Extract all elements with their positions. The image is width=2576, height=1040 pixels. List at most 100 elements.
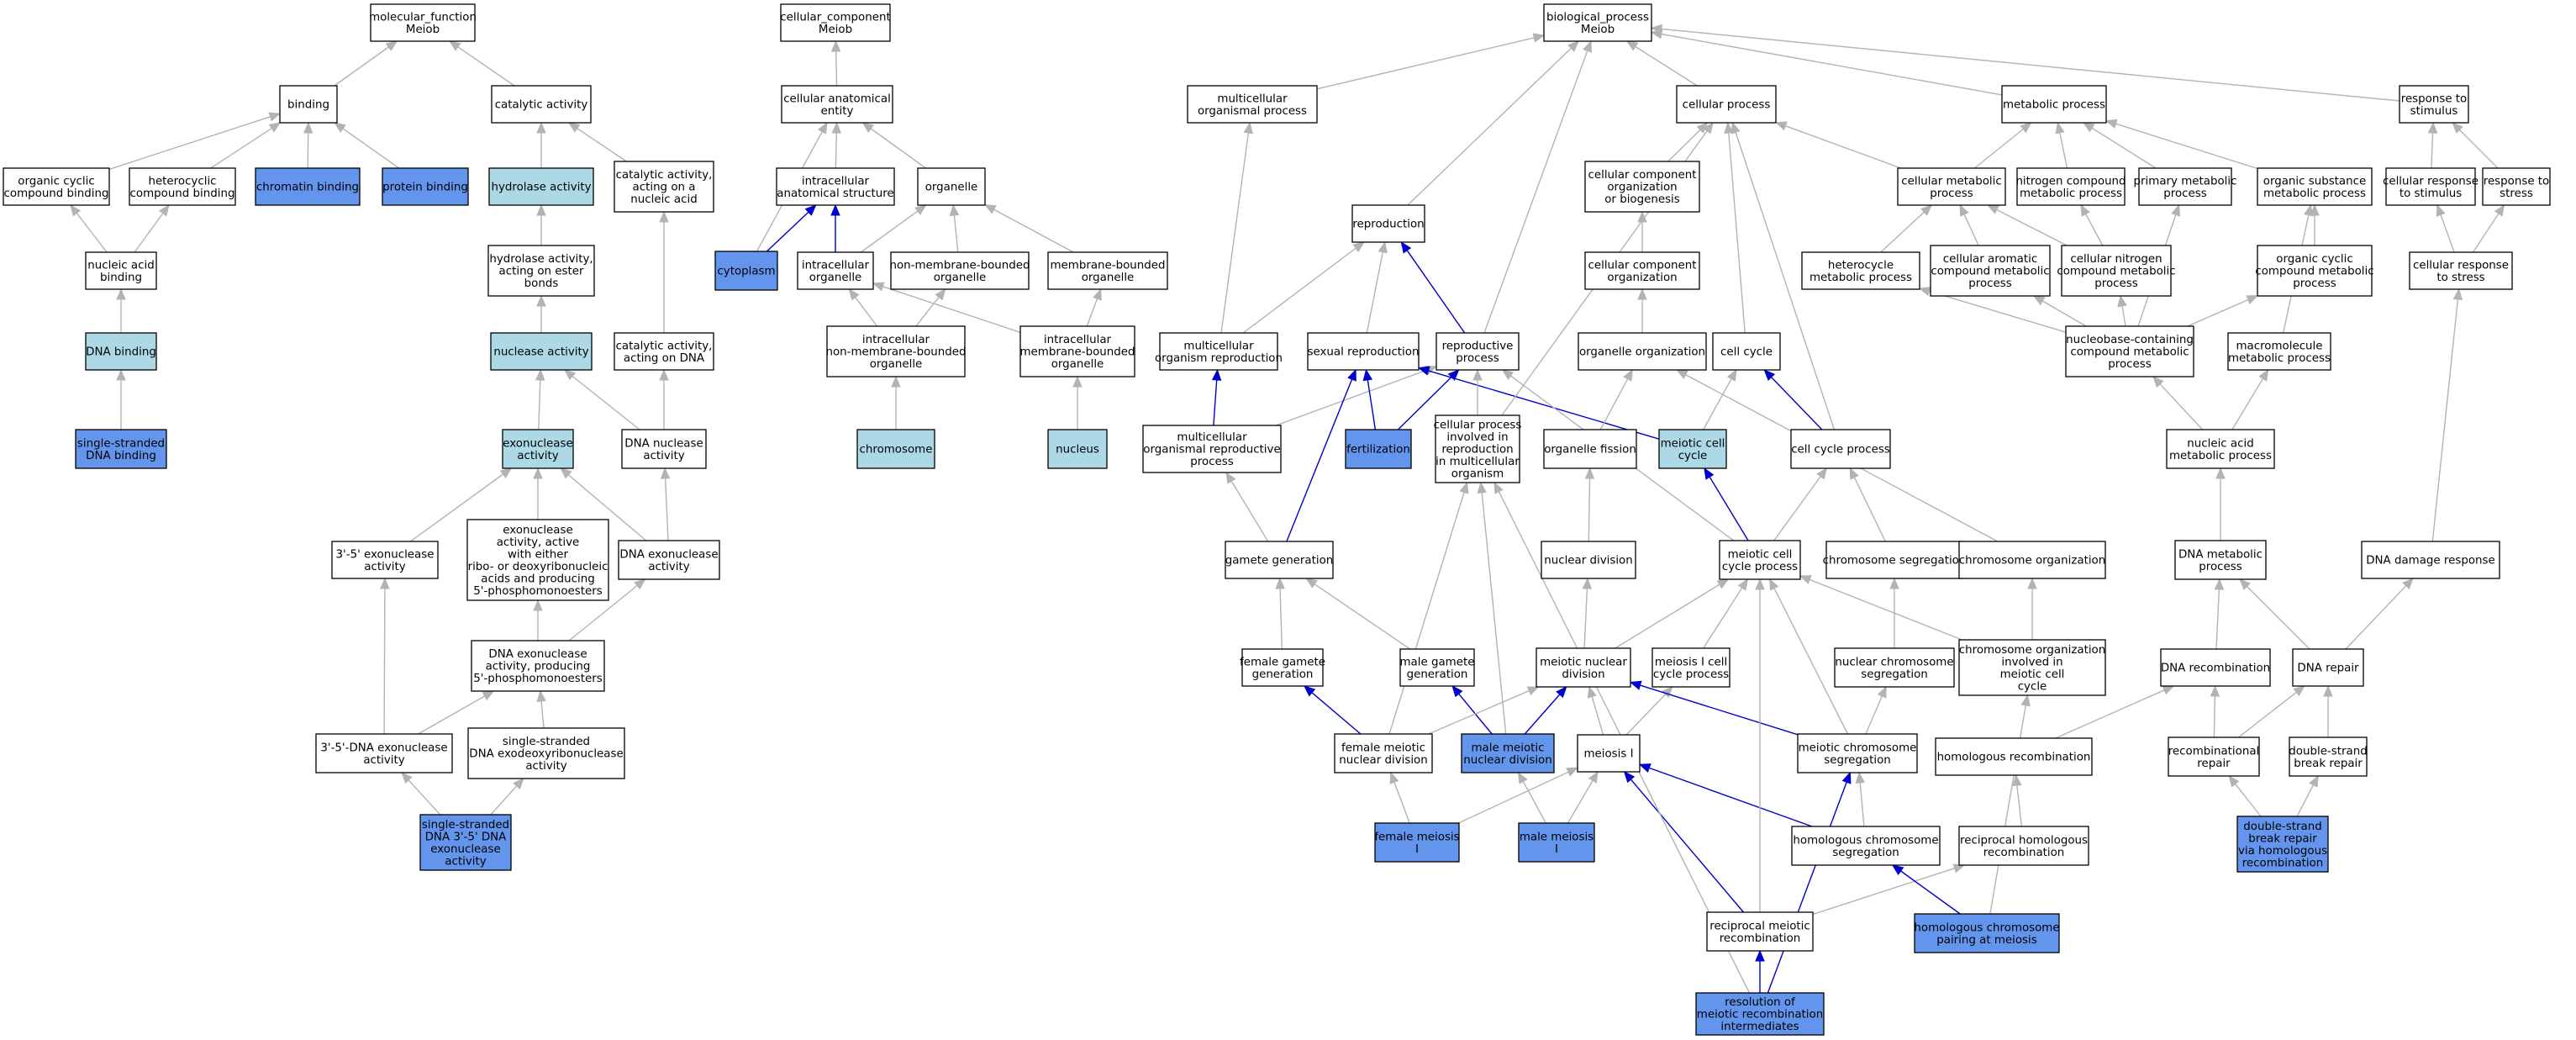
edge-line [1773,588,1849,735]
node-box [1334,733,1433,773]
node-gamete_gen: gamete generation [1225,541,1334,579]
node-label: exonuclease [430,843,500,856]
node-label: double-strand [2243,821,2321,833]
node-label: cycle [2018,680,2047,693]
edge-arrowhead [2027,577,2037,589]
edge-line [1458,771,1569,824]
node-label: meiotic cell [2000,668,2065,681]
edge-line [1393,781,1410,824]
edge-nucleus-to-imbo [1072,375,1083,430]
node-box [2482,167,2551,206]
node-dna_binding: DNA binding [85,332,157,371]
node-label: resolution of [1725,996,1795,1009]
edge-line [1812,868,1956,916]
node-label: cellular aromatic [1943,253,2037,266]
node-reproduction: reproduction [1351,204,1425,243]
edge-arrowhead [949,203,960,216]
edge-cytoplasm-to-ias [766,204,817,252]
edge-arrowhead [2152,376,2164,388]
node-label: cytoplasm [717,266,775,278]
edge-arrowhead [1072,375,1083,388]
edge-line [2159,383,2204,430]
edge-meiosis1-to-mnd [1587,685,1604,736]
edge-arrowhead [830,203,840,216]
edge-line [1615,583,1720,649]
node-box [467,727,625,779]
node-label: DNA damage response [2366,555,2495,568]
edge-line [1996,209,2068,246]
edge-arrowhead [380,577,390,589]
node-label: meiosis I cell [1655,656,1727,668]
edge-mccp-to-meiotic_cc [1704,467,1749,541]
node-box [487,245,595,297]
edge-cmp-to-metabolic [1973,122,2032,169]
node-label: in multicellular [1436,456,1520,468]
node-box [370,3,476,42]
node-box [1958,541,2106,579]
edge-line [1481,492,1507,735]
node-label: single-stranded [503,736,590,748]
edge-crs-to-rts [2427,121,2438,169]
node-layer: molecular_functionMeiobcellular_componen… [3,3,2551,1036]
edge-arrowhead [1763,369,1776,381]
edge-arrowhead [1567,40,1580,52]
edge-rtstress-to-rts [2452,122,2499,169]
edge-line [1773,476,1821,541]
edge-ias-to-cae [831,121,842,169]
edge-line [2059,132,2068,169]
edge-arrowhead [1501,369,1515,380]
node-label: male gamete [1400,656,1475,668]
edge-mcs-to-mccp [1769,578,1849,735]
node-label: 3'-5'-DNA exonuclease [320,742,447,754]
edge-line [210,128,272,169]
node-box [1790,429,1891,469]
node-label: multicellular [1177,431,1247,444]
edge-dna_exo-to-exonuclease [560,467,647,541]
node-box [621,429,707,469]
edge-line [2187,298,2249,327]
edge-rhr-to-homrec [2012,773,2023,827]
edge-arrowhead [1755,949,1765,962]
edge-line [2084,214,2104,246]
edge-arrowhead [1587,685,1597,699]
node-label: response to [2401,92,2468,105]
node-label: organelle [1082,272,1135,284]
edge-arrowhead [1849,467,1859,480]
edge-arrowhead [1417,366,1430,376]
edge-arrowhead [1556,686,1567,699]
edge-arrowhead [535,368,545,381]
edge-arrowhead [1724,121,1734,134]
node-label: cell cycle process [1791,444,1890,457]
edge-line [1591,696,1604,736]
node-label: process [2199,561,2241,573]
edge-arrowhead [1378,240,1388,254]
edge-line [1661,33,2003,96]
node-label: segregation [1824,754,1891,767]
node-label: activity [643,450,684,462]
edge-recrep-to-dnarep [2238,685,2305,738]
edge-arrowhead [1566,767,1579,777]
edge-arrowhead [2012,773,2022,787]
node-label: nucleic acid [630,193,697,206]
node-label: process [2108,358,2151,371]
edge-mcs-to-ncs [1865,685,1887,735]
node-nucdiv: nuclear division [1541,541,1636,579]
edge-mmnd-to-mnd [1524,686,1567,735]
edge-line [490,785,518,816]
node-ddr: DNA damage response [2361,541,2500,579]
node-box [1797,733,1918,773]
node-label: metabolic process [2169,450,2272,462]
node-label: stress [2500,187,2533,200]
node-box [2292,648,2364,687]
